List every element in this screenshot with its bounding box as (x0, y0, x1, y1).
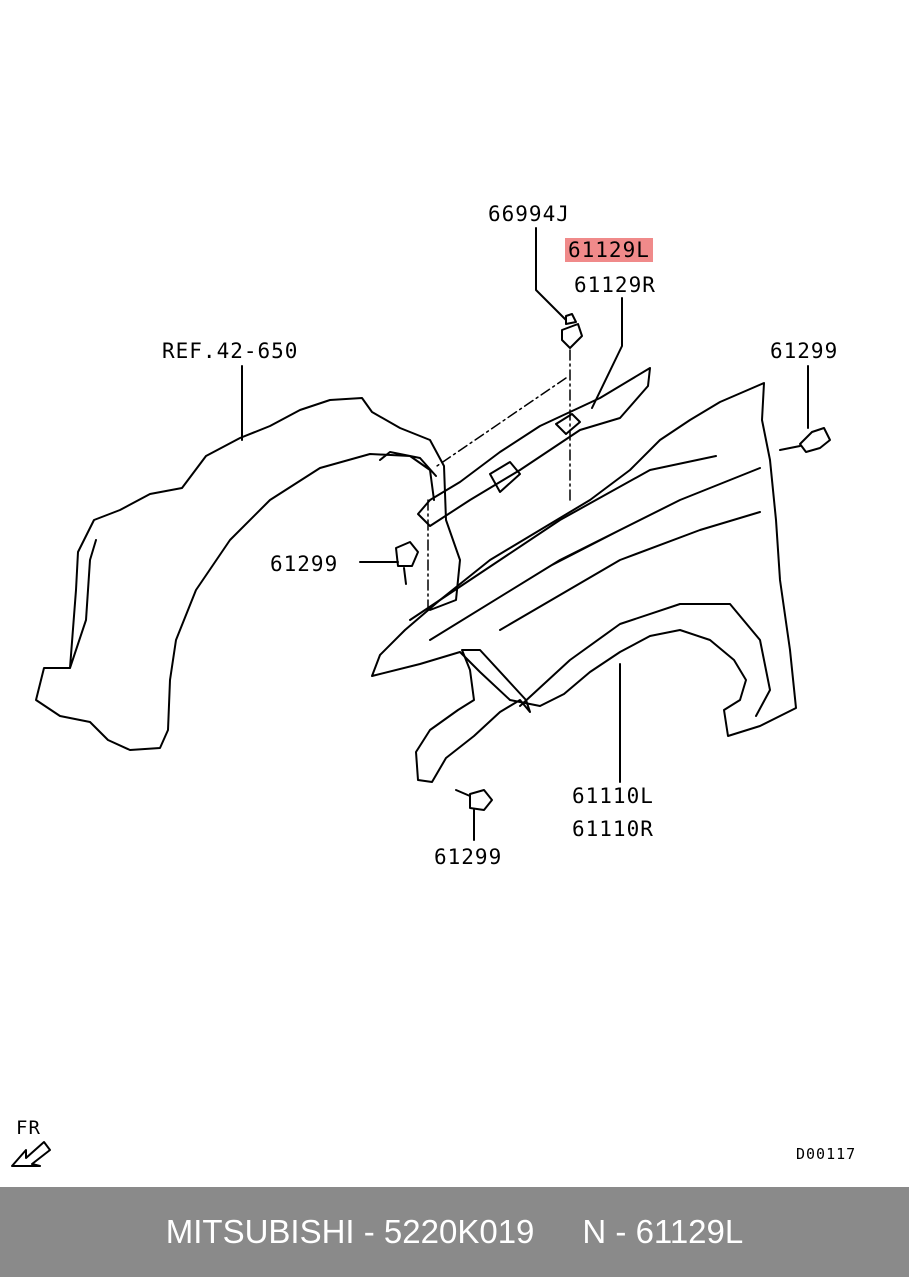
fender-drawing (371, 382, 797, 737)
label-fender-right: 61110R (572, 817, 654, 841)
label-clip: 66994J (488, 202, 570, 226)
lower-bracket-drawing (415, 649, 531, 783)
label-ref: REF.42-650 (162, 339, 299, 363)
label-seal-right: 61129R (574, 273, 656, 297)
label-fender-left: 61110L (572, 784, 654, 808)
diagram-code: D00117 (796, 1145, 857, 1163)
fender-liner-drawing (35, 397, 461, 751)
leader-seal (591, 297, 623, 409)
clip-drawing (561, 313, 583, 349)
label-bolt-middle: 61299 (270, 552, 339, 576)
label-direction: FR (16, 1117, 41, 1139)
label-bolt-top-right: 61299 (770, 339, 839, 363)
footer-brand-part: MITSUBISHI - 5220K019 (165, 1213, 535, 1250)
bolt-middle-drawing (395, 541, 419, 585)
footer-ref-part: N - 61129L (582, 1213, 744, 1250)
leader-clip (535, 227, 567, 321)
footer-bar: MITSUBISHI - 5220K019 N - 61129L (0, 1187, 909, 1277)
parts-diagram: 66994J 61129L 61129R REF.42-650 61299 61… (11, 202, 857, 1167)
label-bolt-bottom: 61299 (434, 845, 503, 869)
alignment-line-2 (433, 377, 567, 469)
fender-character-lines (409, 455, 771, 717)
front-arrow-icon (11, 1141, 51, 1167)
bolt-bottom-drawing (455, 789, 493, 811)
bolt-top-right-drawing (779, 427, 831, 453)
seal-drawing (417, 367, 651, 527)
label-seal-left-highlighted: 61129L (565, 238, 653, 262)
